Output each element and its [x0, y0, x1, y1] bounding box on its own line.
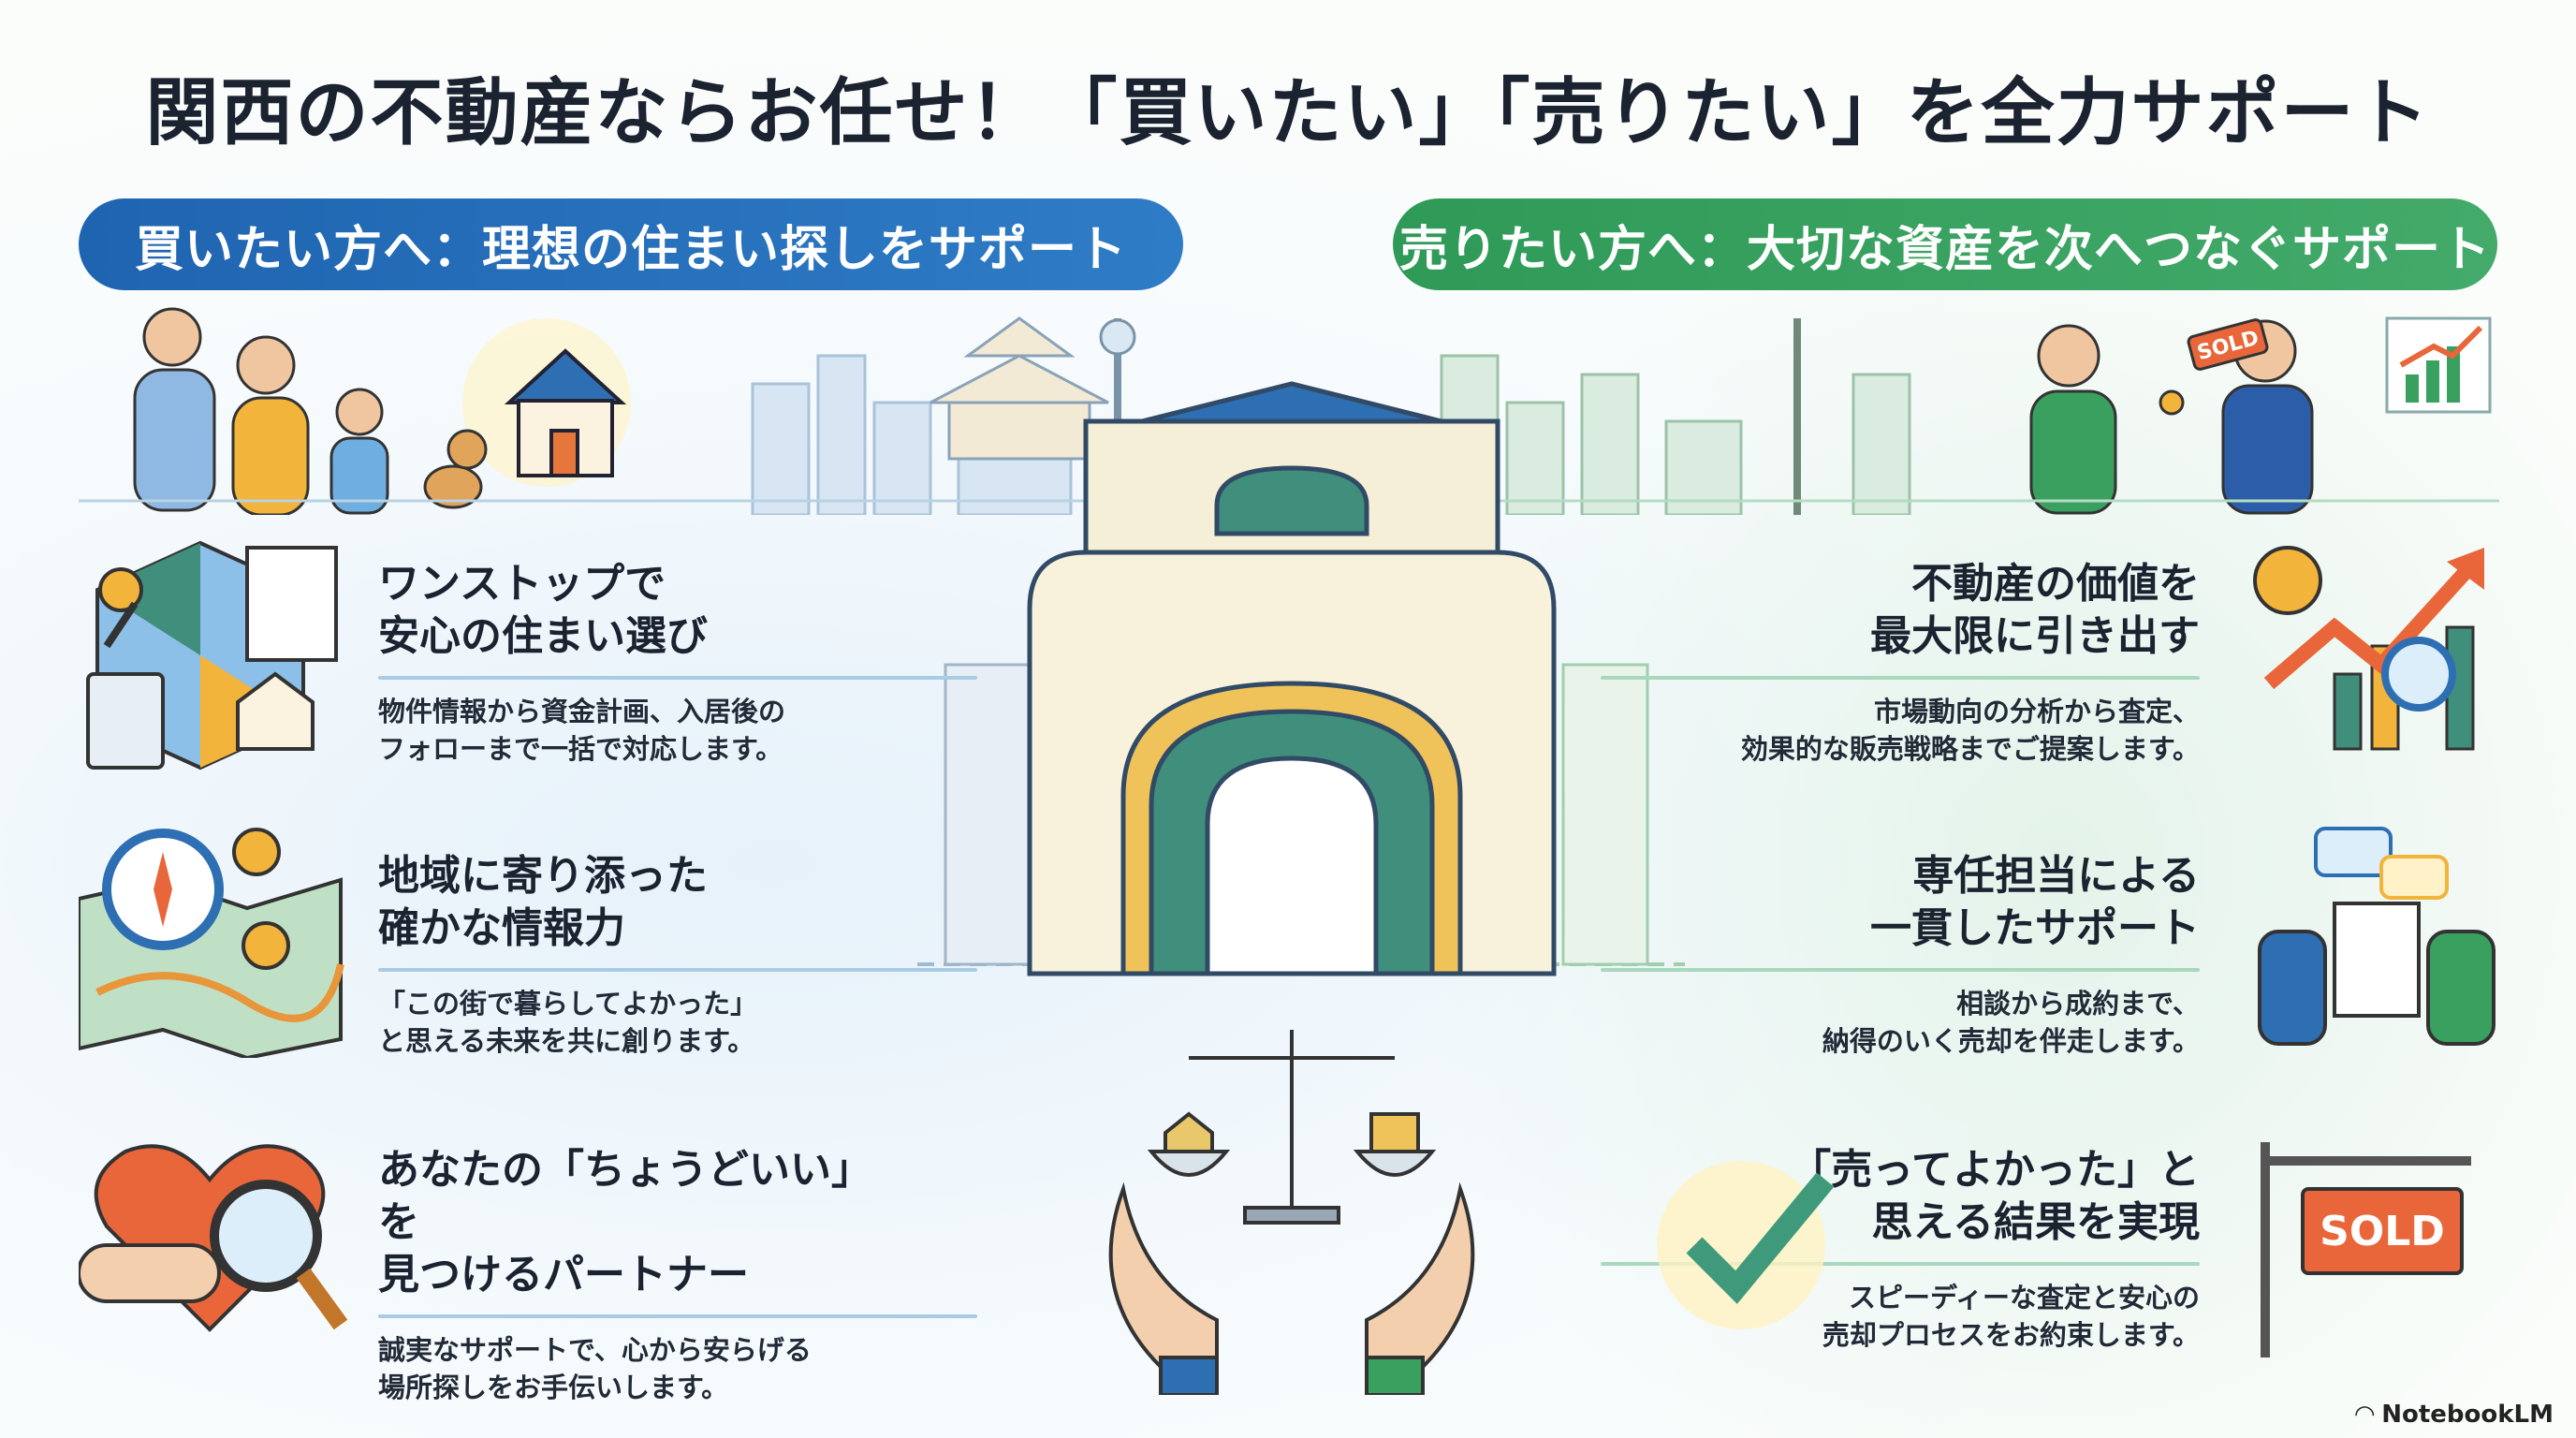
- feature-body: と思える未来を共に創ります。: [378, 1025, 755, 1057]
- sold-sign-label: SOLD: [2320, 1208, 2445, 1255]
- feature-body: フォローまで一括で対応します。: [378, 733, 783, 765]
- feature-body: 売却プロセスをお約束します。: [1822, 1319, 2200, 1351]
- sell-feature-value: 不動産の価値を最大限に引き出す 市場動向の分析から査定、効果的な販売戦略までご提…: [1601, 558, 2200, 768]
- feature-body: 誠実なサポートで、心から安らげる: [378, 1334, 812, 1366]
- buy-feature-one-stop: ワンストップで安心の住まい選び 物件情報から資金計画、入居後のフォローまで一括で…: [378, 558, 977, 768]
- key-document-calculator-icon: [86, 540, 338, 770]
- feature-heading: 見つけるパートナー: [378, 1251, 749, 1299]
- divider: [378, 1314, 977, 1318]
- castle-icon: [929, 316, 1109, 461]
- divider: [1601, 968, 2200, 972]
- feature-body: 相談から成約まで、: [1956, 988, 2200, 1020]
- notebooklm-logo-icon: ◠: [2355, 1401, 2375, 1429]
- buy-feature-partner: あなたの「ちょうどいい」を見つけるパートナー 誠実なサポートで、心から安らげる場…: [378, 1144, 977, 1406]
- feature-body: 場所探しをお手伝いします。: [378, 1372, 729, 1403]
- feature-body: 市場動向の分析から査定、: [1873, 696, 2200, 727]
- growth-chart-icon: [2253, 546, 2484, 751]
- divider: [378, 968, 977, 972]
- compass-map-icon: [79, 828, 344, 1058]
- feature-heading: 一貫したサポート: [1870, 904, 2200, 952]
- sold-sign-icon: SOLD: [1657, 1142, 2471, 1357]
- buy-section-header: 買いたい方へ：理想の住まい探しをサポート: [79, 198, 1183, 290]
- feature-heading: 不動産の価値を: [1911, 560, 2200, 608]
- chart-board-icon: [2385, 316, 2492, 414]
- feature-heading: 確かな情報力: [378, 904, 625, 952]
- feature-heading: 安心の住まい選び: [378, 612, 708, 660]
- checkmark-glow: [1657, 1161, 1825, 1329]
- family-icon: [133, 307, 488, 515]
- sell-feature-dedicated: 専任担当による一貫したサポート 相談から成約まで、納得のいく売却を伴走します。: [1601, 850, 2200, 1060]
- divider: [1601, 676, 2200, 680]
- feature-heading: 専任担当による: [1912, 852, 2200, 900]
- feature-heading: 最大限に引き出す: [1870, 612, 2200, 660]
- divider: [378, 676, 977, 680]
- sell-feature-result: 「売ってよかった」と思える結果を実現 スピーディーな査定と安心の売却プロセスをお…: [1601, 1144, 2200, 1354]
- feature-body: 「この街で暮らしてよかった」: [378, 988, 758, 1020]
- feature-heading: ワンストップで: [378, 560, 666, 608]
- page-title: 関西の不動産ならお任せ！「買いたい」「売りたい」を全力サポート: [145, 71, 2431, 155]
- divider: [1601, 1262, 2200, 1266]
- handshake-chat-icon: [2258, 827, 2496, 1046]
- feature-heading: 「売ってよかった」と: [1790, 1146, 2200, 1194]
- balance-scale-icon: [1147, 1030, 1437, 1225]
- checkmark-icon: [1686, 1172, 1835, 1304]
- gateway-arch-illustration: [917, 381, 1685, 1395]
- buy-feature-local-info: 地域に寄り添った確かな情報力 「この街で暮らしてよかった」と思える未来を共に創り…: [378, 850, 977, 1060]
- family-city-illustration: [79, 307, 1286, 515]
- feature-heading: 思える結果を実現: [1871, 1198, 2200, 1246]
- feature-body: スピーディーな査定と安心の: [1849, 1282, 2200, 1313]
- feature-heading: あなたの「ちょうどいい」を: [378, 1146, 872, 1246]
- sell-section-header: 売りたい方へ：大切な資産を次へつなぐサポート: [1393, 198, 2497, 290]
- feature-body: 効果的な販売戦略までご提案します。: [1740, 733, 2200, 765]
- house-icon: [504, 348, 627, 477]
- notebooklm-watermark: ◠ NotebookLM: [2355, 1401, 2554, 1429]
- open-hands-icon: [1108, 1181, 1475, 1395]
- feature-body: 物件情報から資金計画、入居後の: [378, 696, 786, 727]
- watermark-label: NotebookLM: [2381, 1401, 2554, 1429]
- feature-heading: 地域に寄り添った: [378, 852, 708, 900]
- feature-body: 納得のいく売却を伴走します。: [1822, 1025, 2200, 1057]
- people-handing-keys-icon: SOLD: [2029, 318, 2314, 515]
- heart-handshake-magnifier-icon: [79, 1144, 348, 1332]
